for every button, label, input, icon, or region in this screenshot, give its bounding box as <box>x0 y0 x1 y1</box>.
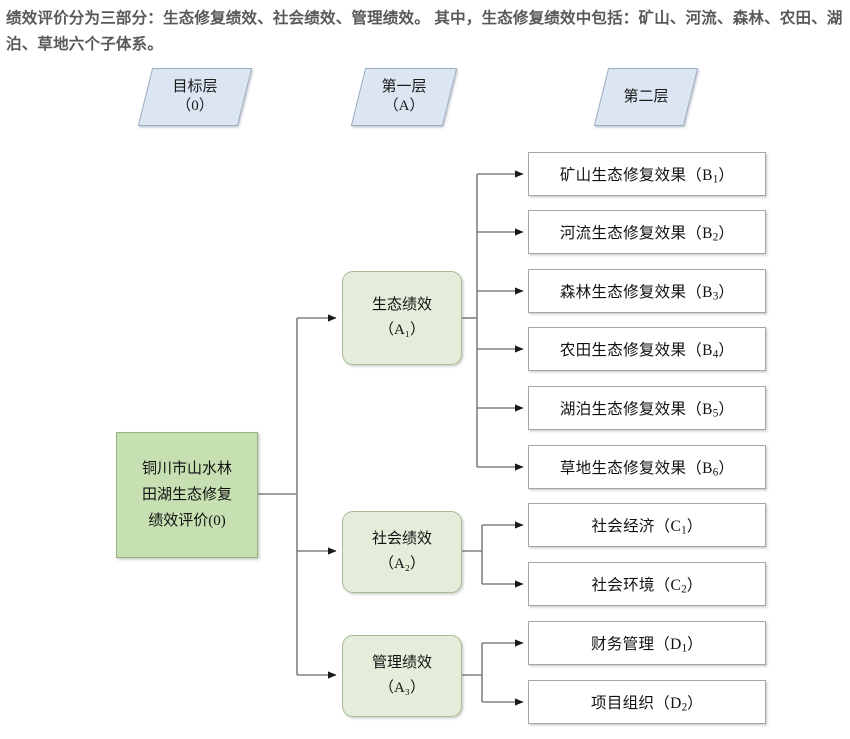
leaf-c1-name: 社会经济 <box>591 517 655 535</box>
header-line1-level-b: 第二层 <box>623 88 669 105</box>
leaf-b1-code: B <box>702 166 713 184</box>
leaf-c2-label: 社会环境（C2） <box>591 576 703 596</box>
header-label-level-b: 第二层 <box>601 68 691 126</box>
leaf-c2-index: 2 <box>681 583 687 596</box>
leaf-c1-code: C <box>670 517 682 535</box>
leaf-d1-name: 财务管理 <box>591 635 655 653</box>
leaf-b3[interactable]: 森林生态修复效果（B3） <box>528 269 766 313</box>
header-line1-level-a: 第一层 <box>381 79 427 95</box>
node-a3[interactable]: 管理绩效 （A₃） <box>342 635 462 717</box>
header-line1-level-0: 目标层 <box>172 79 218 95</box>
leaf-b4-index: 4 <box>712 348 719 361</box>
leaf-c1-label: 社会经济（C1） <box>591 517 703 537</box>
leaf-d1-index: 1 <box>681 642 688 655</box>
diagram-caption: 绩效评价分为三部分：生态修复绩效、社会绩效、管理绩效。 其中，生态修复绩效中包括… <box>6 10 843 53</box>
leaf-b5-index: 5 <box>712 407 719 420</box>
node-a2[interactable]: 社会绩效 （A₂） <box>342 511 462 593</box>
leaf-b6-label: 草地生态修复效果（B6） <box>559 459 735 479</box>
leaf-d2[interactable]: 项目组织（D2） <box>528 680 766 724</box>
leaf-b4[interactable]: 农田生态修复效果（B4） <box>528 327 766 371</box>
leaf-b5-name: 湖泊生态修复效果 <box>559 400 687 418</box>
leaf-b3-index: 3 <box>712 290 719 303</box>
leaf-b6[interactable]: 草地生态修复效果（B6） <box>528 445 766 489</box>
leaf-d1[interactable]: 财务管理（D1） <box>528 621 766 665</box>
leaf-b1-label: 矿山生态修复效果（B1） <box>559 166 735 186</box>
leaf-c2[interactable]: 社会环境（C2） <box>528 562 766 606</box>
leaf-b6-index: 6 <box>712 466 719 479</box>
leaf-b4-label: 农田生态修复效果（B4） <box>559 341 735 361</box>
root-node-label: 铜川市山水林 田湖生态修复 绩效评价(0) <box>141 461 232 529</box>
leaf-b5-label: 湖泊生态修复效果（B5） <box>559 400 735 420</box>
leaf-b3-name: 森林生态修复效果 <box>559 283 687 301</box>
node-a3-label: 管理绩效 （A₃） <box>371 655 432 696</box>
leaf-d1-label: 财务管理（D1） <box>591 635 703 655</box>
node-a1-label: 生态绩效 （A₁） <box>371 297 432 338</box>
leaf-d2-code: D <box>670 694 682 712</box>
leaf-b5-code: B <box>702 400 713 418</box>
leaf-b5[interactable]: 湖泊生态修复效果（B5） <box>528 386 766 430</box>
leaf-b1[interactable]: 矿山生态修复效果（B1） <box>528 152 766 196</box>
header-line2-level-0: （0） <box>176 98 214 114</box>
leaf-d2-name: 项目组织 <box>591 694 655 712</box>
leaf-c2-code: C <box>670 576 682 594</box>
node-a1[interactable]: 生态绩效 （A₁） <box>342 271 462 365</box>
leaf-b2[interactable]: 河流生态修复效果（B2） <box>528 210 766 254</box>
leaf-c1-index: 1 <box>681 524 687 537</box>
leaf-b3-code: B <box>702 283 713 301</box>
leaf-b2-index: 2 <box>712 231 719 244</box>
leaf-b4-code: B <box>702 341 713 359</box>
header-label-level-a: 第一层 （A） <box>358 68 450 126</box>
leaf-b6-name: 草地生态修复效果 <box>559 459 687 477</box>
leaf-b6-code: B <box>702 459 713 477</box>
leaf-b4-name: 农田生态修复效果 <box>559 341 687 359</box>
leaf-b1-name: 矿山生态修复效果 <box>559 166 687 184</box>
node-a2-label: 社会绩效 （A₂） <box>371 531 432 572</box>
header-label-level-0: 目标层 （0） <box>145 68 245 126</box>
header-line2-level-a: （A） <box>383 98 425 114</box>
leaf-b1-index: 1 <box>712 173 719 186</box>
leaf-c1[interactable]: 社会经济（C1） <box>528 503 766 547</box>
root-node[interactable]: 铜川市山水林 田湖生态修复 绩效评价(0) <box>116 432 258 558</box>
leaf-b2-name: 河流生态修复效果 <box>559 224 687 242</box>
leaf-b3-label: 森林生态修复效果（B3） <box>559 283 735 303</box>
leaf-b2-label: 河流生态修复效果（B2） <box>559 224 735 244</box>
leaf-d2-label: 项目组织（D2） <box>591 694 703 714</box>
leaf-b2-code: B <box>702 224 713 242</box>
leaf-c2-name: 社会环境 <box>591 576 655 594</box>
leaf-d1-code: D <box>670 635 682 653</box>
leaf-d2-index: 2 <box>681 701 688 714</box>
